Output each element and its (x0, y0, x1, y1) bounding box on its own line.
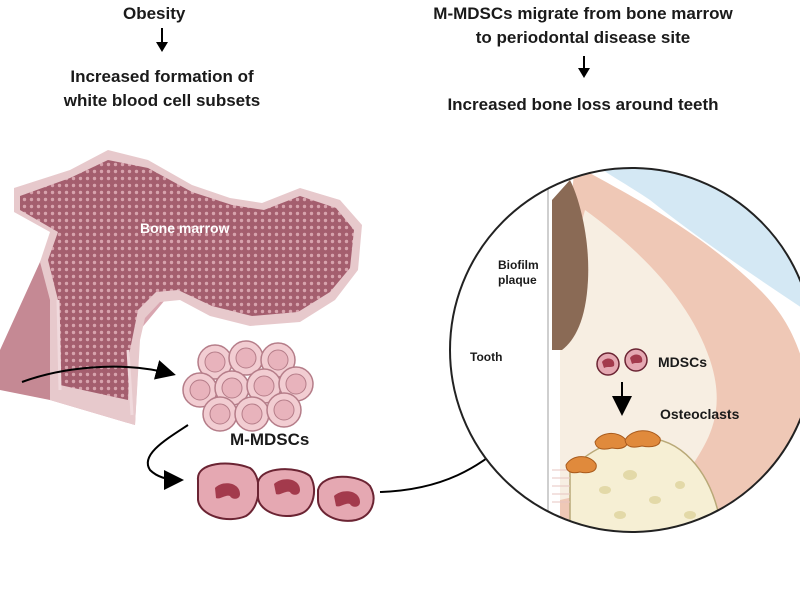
periodontal-inset (450, 168, 800, 532)
down-arrow-icon (578, 56, 590, 78)
white-blood-cell-label: white blood cell subsets (63, 91, 261, 110)
biofilm-label-line1: Biofilm (498, 258, 539, 272)
increased-formation-label: Increased formation of (70, 67, 254, 86)
migration-label-line2: to periodontal disease site (475, 28, 691, 47)
obesity-label: Obesity (123, 4, 186, 23)
bone-marrow-region (20, 160, 354, 400)
osteoclast-cell (565, 430, 661, 474)
cell-cluster (182, 340, 314, 432)
mdsc-cell (596, 352, 620, 376)
mdscs-label: MDSCs (658, 354, 708, 370)
curved-arrow-icon (21, 360, 176, 383)
inset-circle-border (449, 167, 800, 533)
m-mdscs-label: M-MDSCs (230, 430, 310, 449)
mdsc-cell (624, 348, 648, 372)
tooth-label: Tooth (470, 350, 503, 364)
bone-loss-label: Increased bone loss around teeth (447, 95, 719, 114)
bone-marrow-label: Bone marrow (140, 220, 230, 236)
m-mdsc-cell (257, 468, 316, 517)
bone-edge-highlight (56, 299, 134, 416)
down-arrow-icon (156, 28, 168, 52)
bone-shaft-front (0, 240, 50, 400)
migration-label-line1: M-MDSCs migrate from bone marrow (433, 4, 733, 23)
m-mdsc-cell (197, 462, 260, 521)
osteoclasts-label: Osteoclasts (660, 406, 740, 422)
m-mdsc-cell (317, 475, 375, 522)
curved-arrow-icon (146, 424, 189, 490)
biofilm-label-line2: plaque (498, 273, 537, 287)
